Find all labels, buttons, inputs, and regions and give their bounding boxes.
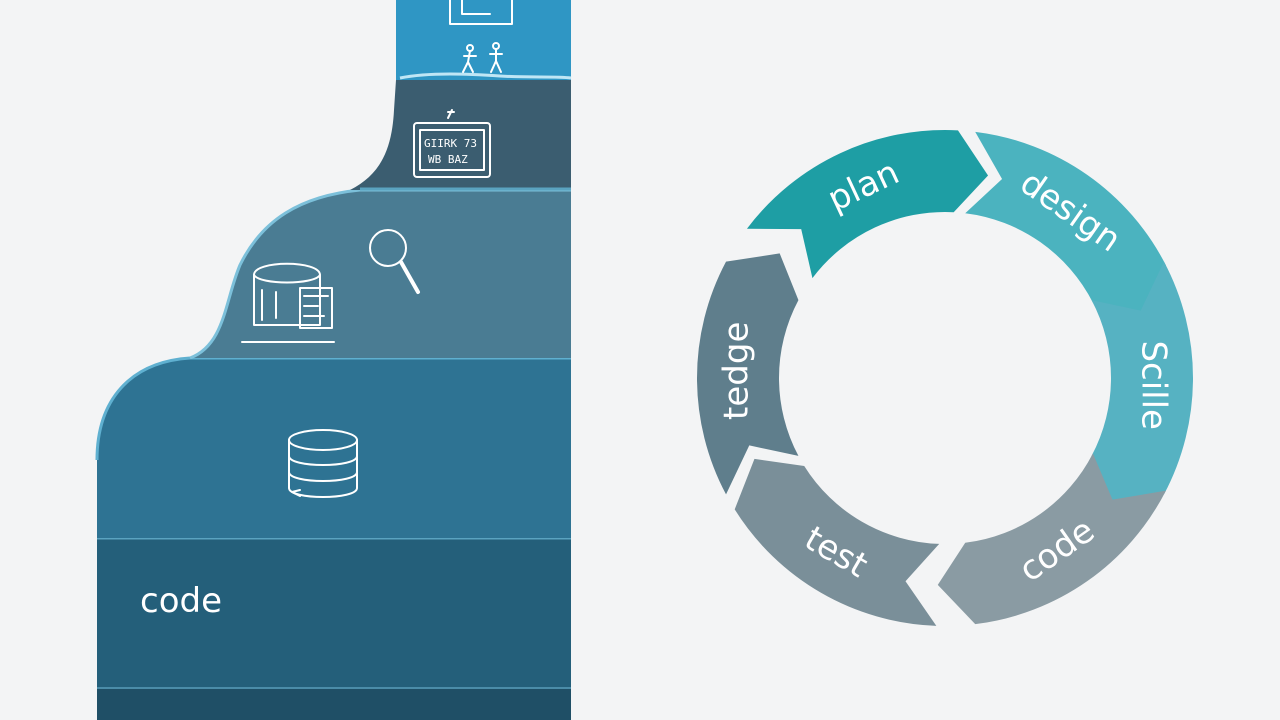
board-icon [449, 0, 513, 25]
svg-text:GIIRK 73: GIIRK 73 [424, 137, 477, 150]
waterfall-staircase: code GIIRK 73 WB BAZ [95, 0, 572, 720]
waterfall-step-base [97, 688, 571, 720]
cycle-label-scille: Scille [1133, 340, 1173, 430]
waterfall-step-mid [190, 190, 571, 358]
dashboard-icon: GIIRK 73 WB BAZ [413, 109, 491, 178]
cycle-segment-plan [746, 130, 989, 279]
kiosk-icon [241, 262, 335, 343]
waterfall-step-sky [396, 0, 571, 80]
cycle-segment-code [937, 453, 1166, 625]
waterfall-step-slate [350, 80, 571, 190]
cycle-segment-tedge [697, 253, 799, 495]
waterfall-step-code [97, 538, 571, 688]
figures-icon [462, 42, 503, 73]
waterfall-code-label: code [140, 581, 222, 621]
svg-text:WB BAZ: WB BAZ [428, 153, 468, 166]
cycle-segment-scille [1091, 261, 1193, 503]
waterfall-step-lower [97, 358, 571, 538]
cycle-label-tedge: tedge [717, 322, 757, 420]
magnifier-icon [369, 229, 420, 294]
cycle-segment-design [965, 131, 1166, 315]
cycle-segment-test [734, 458, 940, 626]
database-icon [288, 429, 358, 498]
